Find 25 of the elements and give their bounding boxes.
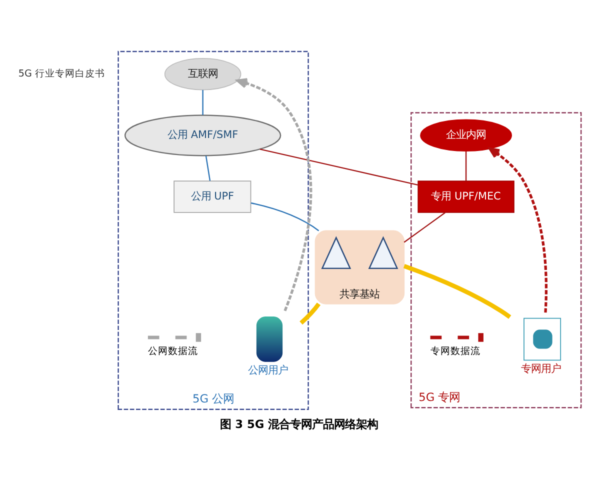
connector: [205, 156, 211, 181]
node-picture: [368, 236, 398, 270]
node-picture: [256, 316, 283, 362]
connector: [300, 302, 320, 325]
node-box: 公用 UPF: [174, 180, 252, 213]
cluster: 共享基站: [314, 230, 405, 304]
node-ellipse: 企业内网: [420, 119, 512, 152]
connector: [250, 202, 320, 232]
node-ellipse: 互联网: [164, 58, 242, 90]
arrow: [488, 147, 548, 313]
arrow: [236, 78, 312, 312]
connector: [202, 90, 204, 115]
connector: [403, 264, 512, 319]
connector: [404, 212, 446, 243]
label: 5G 行业专网白皮书: [18, 68, 105, 80]
connector: [465, 151, 467, 182]
node-box: 专用 UPF/MEC: [418, 180, 514, 213]
legend-label: 公网数据流: [148, 346, 198, 357]
node-label: 公网用户: [248, 364, 288, 377]
legend-label: 专网数据流: [430, 346, 480, 357]
connector: [260, 148, 418, 186]
node-ellipse: 公用 AMF/SMF: [124, 114, 282, 156]
node-picture: [321, 236, 352, 270]
node-label: 专网用户: [520, 362, 561, 375]
caption: 图 3 5G 混合专网产品网络架构: [220, 417, 378, 432]
